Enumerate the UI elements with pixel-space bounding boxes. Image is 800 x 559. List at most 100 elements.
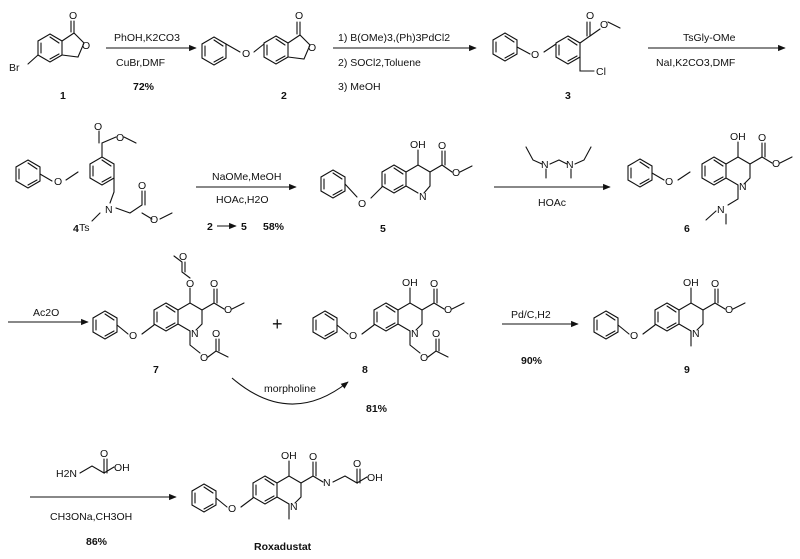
atom-o: O [138, 180, 146, 192]
atom-o: O [309, 451, 317, 463]
atom-n: N [419, 191, 427, 203]
atom-o: O [772, 158, 780, 170]
atom-o: O [69, 10, 77, 22]
plus-sign: + [272, 314, 283, 334]
atom-n: N [739, 181, 747, 193]
atom-o: O [212, 328, 220, 340]
atom-o: O [100, 448, 108, 460]
atom-o: O [295, 10, 303, 22]
compound-number: 5 [380, 223, 386, 235]
condition-text: HOAc [538, 197, 566, 209]
condition-text: TsGly-OMe [683, 32, 736, 44]
atom-o: O [430, 278, 438, 290]
atom-o: O [129, 330, 137, 342]
compound-number: 3 [565, 90, 571, 102]
atom-o: O [420, 352, 428, 364]
atom-o: O [758, 132, 766, 144]
compound-number: 8 [362, 364, 368, 376]
yield-range-from: 2 [207, 221, 213, 233]
atom-o: O [150, 214, 158, 226]
atom-o: O [630, 330, 638, 342]
atom-oh: OH [683, 277, 699, 289]
atom-o: O [432, 328, 440, 340]
yield-text: 72% [133, 81, 155, 93]
condition-text: Ac2O [33, 307, 59, 319]
compound-number: 6 [684, 223, 690, 235]
condition-text: 1) B(OMe)3,(Ph)3PdCl2 [338, 32, 450, 44]
atom-o: O [210, 278, 218, 290]
condition-text: 3) MeOH [338, 81, 381, 93]
atom-o: O [358, 198, 366, 210]
condition-text: HOAc,H2O [216, 194, 269, 206]
compound-number: 2 [281, 90, 287, 102]
atom-o: O [711, 278, 719, 290]
compound-6-structure: OH O N O O N [627, 131, 793, 225]
compound-9-structure: OH O N O O [593, 277, 746, 347]
compound-name: Roxadustat [254, 541, 312, 553]
condition-text: PhOH,K2CO3 [114, 32, 180, 44]
atom-n: N [323, 477, 331, 489]
atom-oh: OH [402, 277, 418, 289]
atom-n: N [105, 204, 113, 216]
atom-ts: Ts [79, 222, 90, 234]
morpholine-arrow [231, 377, 349, 405]
yield-text: 81% [366, 403, 388, 415]
atom-o: O [94, 121, 102, 133]
compound-1-structure: O O Br [9, 10, 90, 74]
atom-o: O [200, 352, 208, 364]
condition-text: NaOMe,MeOH [212, 171, 281, 183]
condition-text: CuBr,DMF [116, 57, 165, 69]
atom-oh: OH [367, 472, 383, 484]
atom-oh: OH [281, 450, 297, 462]
glycine-reagent-structure: H2N O OH [56, 448, 130, 480]
atom-br: Br [9, 62, 20, 74]
compound-number: 1 [60, 90, 66, 102]
compound-number: 9 [684, 364, 690, 376]
atom-o: O [186, 278, 194, 290]
atom-o: O [665, 176, 673, 188]
atom-o: O [438, 140, 446, 152]
atom-o: O [116, 132, 124, 144]
compound-number: 7 [153, 364, 159, 376]
compound-7-structure: O O O N O O O O [92, 251, 245, 364]
compound-3-structure: O O O Cl [492, 10, 621, 78]
atom-o: O [353, 458, 361, 470]
yield-text: 58% [263, 221, 285, 233]
condition-text: 2) SOCl2,Toluene [338, 57, 421, 69]
compound-4-structure: O O O N Ts O O [15, 121, 173, 234]
atom-n: N [692, 328, 700, 340]
condition-text: CH3ONa,CH3OH [50, 511, 132, 523]
atom-n: N [717, 204, 725, 216]
atom-h2n: H2N [56, 468, 77, 480]
atom-oh: OH [410, 139, 426, 151]
atom-o: O [82, 40, 90, 52]
atom-n: N [566, 159, 574, 171]
atom-o: O [349, 330, 357, 342]
condition-text: NaI,K2CO3,DMF [656, 57, 735, 69]
condition-text: Pd/C,H2 [511, 309, 551, 321]
atom-o: O [308, 42, 316, 54]
yield-range-to: 5 [241, 221, 247, 233]
atom-o: O [586, 10, 594, 22]
roxadustat-structure: OH O N O N O OH [191, 450, 383, 520]
atom-o: O [444, 304, 452, 316]
atom-o: O [228, 503, 236, 515]
diamine-reagent-structure: N N [525, 146, 592, 179]
atom-n: N [541, 159, 549, 171]
atom-oh: OH [114, 462, 130, 474]
atom-o: O [725, 304, 733, 316]
atom-o: O [242, 48, 250, 60]
yield-text: 90% [521, 355, 543, 367]
atom-cl: Cl [596, 66, 606, 78]
atom-o: O [531, 49, 539, 61]
atom-o: O [452, 167, 460, 179]
compound-5-structure: OH O N O O [320, 139, 473, 210]
yield-text: 86% [86, 536, 108, 548]
condition-text: morpholine [264, 383, 316, 395]
compound-2-structure: O O O [201, 10, 316, 66]
atom-o: O [179, 251, 187, 263]
compound-number: 4 [73, 223, 79, 235]
atom-o: O [224, 304, 232, 316]
atom-n: N [411, 328, 419, 340]
